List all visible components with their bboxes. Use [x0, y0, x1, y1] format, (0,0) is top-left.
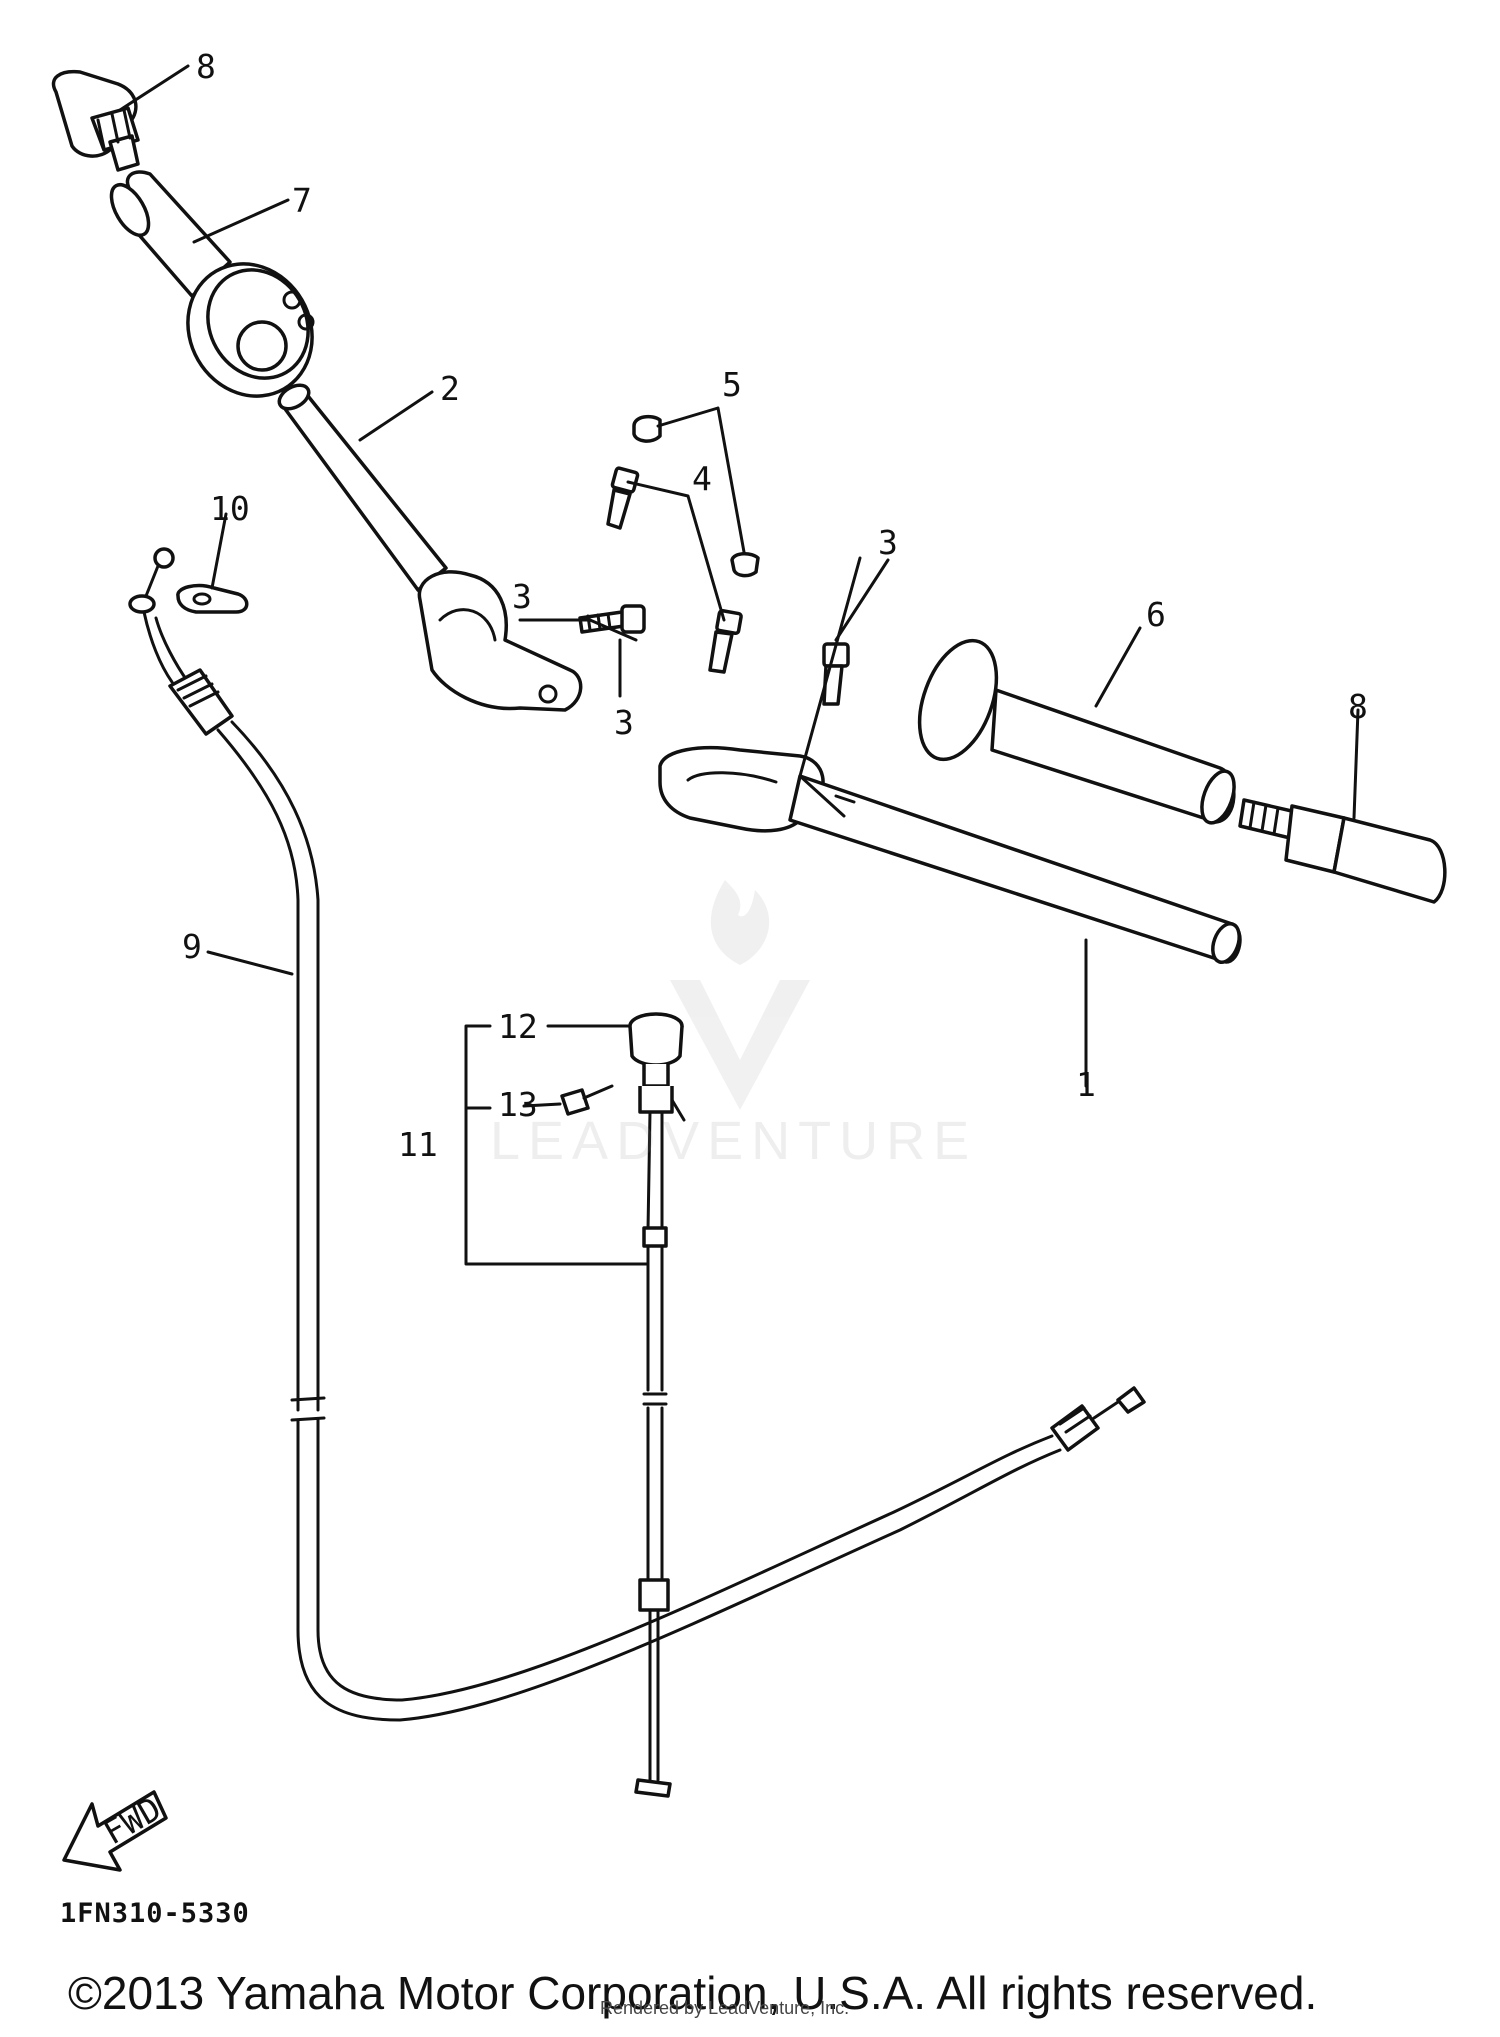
copyright-notice: ©2013 Yamaha Motor Corporation, U.S.A. A…	[68, 1967, 1318, 2019]
bolt-4b	[708, 608, 743, 674]
bolt-5a	[632, 414, 662, 443]
bar-end-weight-right	[1238, 798, 1447, 904]
leader-lines	[118, 64, 1360, 1108]
callout-5: 5	[722, 365, 742, 404]
bolt-5b	[730, 552, 760, 578]
callout-8-right: 8	[1348, 687, 1368, 726]
screw-3-center	[578, 604, 646, 634]
callout-4: 4	[692, 459, 712, 498]
throttle-tube	[277, 383, 583, 712]
callout-labels: 8 7 2 5 4 10 3 6 3 3 8 9 1 12 13 11	[182, 47, 1368, 1164]
callout-3-right: 3	[878, 523, 898, 562]
choke-cable	[634, 1098, 686, 1798]
cable-holder	[176, 583, 249, 614]
callout-11: 11	[398, 1125, 438, 1164]
callout-6: 6	[1146, 595, 1166, 634]
bar-end-weight-left	[51, 69, 140, 172]
callout-13: 13	[498, 1085, 538, 1124]
throttle-grip	[109, 170, 315, 398]
callout-9: 9	[182, 927, 202, 966]
choke-knob	[628, 1012, 684, 1114]
bolt-4a	[606, 466, 640, 530]
callout-7: 7	[292, 181, 312, 220]
render-credit: Rendered by LeadVenture, Inc.	[600, 1998, 850, 2018]
left-grip	[917, 638, 1236, 825]
callout-2: 2	[440, 369, 460, 408]
callout-1: 1	[1076, 1065, 1096, 1104]
forward-arrow: FWD	[62, 1789, 168, 1872]
throttle-cable	[128, 547, 1146, 1722]
watermark-text: LEADVENTURE	[490, 1111, 978, 1171]
diagram-code: 1FN310-5330	[60, 1898, 250, 1929]
bracket-11	[464, 1024, 650, 1266]
callout-10: 10	[210, 489, 250, 528]
callout-3-left: 3	[512, 577, 532, 616]
screw-13	[560, 1084, 614, 1116]
watermark-logo	[670, 880, 810, 1110]
callout-3-center: 3	[614, 703, 634, 742]
callout-12: 12	[498, 1007, 538, 1046]
callout-8-top: 8	[196, 47, 216, 86]
handlebar	[658, 746, 1242, 964]
